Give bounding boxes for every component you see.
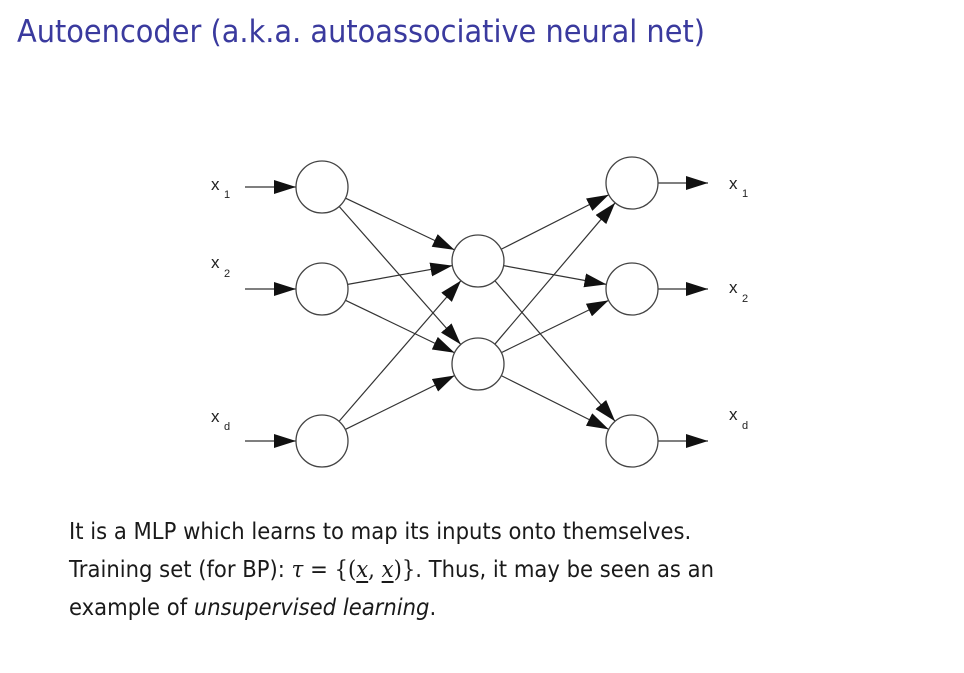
thus-text: . Thus, it may be seen as an	[415, 555, 715, 583]
period: .	[429, 593, 437, 621]
hidden-neuron-2	[451, 337, 505, 391]
hidden-neuron-1	[451, 234, 505, 288]
neurons	[295, 156, 659, 468]
input-neuron-3	[295, 414, 349, 468]
edge-hid2-out2	[501, 299, 609, 354]
output-sub-2: 2	[742, 293, 748, 305]
edge-hid1-out3	[494, 280, 616, 422]
edge-in3-hid2	[344, 374, 455, 431]
input-label-d: x	[211, 407, 220, 426]
example-text: example of	[69, 593, 194, 621]
slide-body: It is a MLP which learns to map its inpu…	[69, 512, 714, 626]
output-sub-d: d	[742, 420, 748, 432]
body-line-1: It is a MLP which learns to map its inpu…	[69, 517, 692, 545]
edge-hid1-out2	[503, 265, 607, 288]
body-line-2: Training set (for BP): τ = {(x, x)}. Thu…	[69, 550, 714, 588]
edge-in2-hid2	[344, 299, 455, 354]
input-label-2: x	[211, 253, 220, 272]
output-label-1: x	[729, 174, 738, 193]
output-sub-1: 1	[742, 188, 748, 200]
output-labels: x 1 x 2 x d	[729, 174, 748, 432]
unsupervised-learning-emphasis: unsupervised learning	[193, 593, 430, 621]
equation-open: = {(	[303, 555, 357, 583]
output-label-2: x	[729, 278, 738, 297]
input-neuron-2	[295, 262, 349, 316]
output-label-d: x	[729, 405, 738, 424]
output-neuron-3	[605, 414, 659, 468]
equation-comma: ,	[368, 555, 382, 583]
edge-in2-hid1	[346, 262, 453, 286]
output-neuron-1	[605, 156, 659, 210]
edge-hid1-out1	[500, 194, 610, 250]
body-line-3: example of unsupervised learning.	[69, 588, 714, 626]
vector-x-1: x	[356, 555, 369, 583]
tau-symbol: τ	[291, 555, 304, 583]
edge-hid2-out3	[500, 375, 610, 430]
input-neuron-1	[295, 160, 349, 214]
input-label-1: x	[211, 175, 220, 194]
input-sub-d: d	[224, 421, 230, 433]
output-neuron-2	[605, 262, 659, 316]
edge-in1-hid1	[344, 197, 455, 251]
edge-hid2-out1	[494, 202, 616, 345]
input-labels: x 1 x 2 x d	[211, 175, 230, 433]
training-set-text: Training set (for BP):	[69, 555, 292, 583]
vector-x-2: x	[381, 555, 394, 583]
input-sub-1: 1	[224, 189, 230, 201]
equation-close: )}	[393, 555, 416, 583]
input-sub-2: 2	[224, 268, 230, 280]
connections	[245, 176, 708, 448]
edge-in3-hid1	[338, 280, 462, 423]
slide-title: Autoencoder (a.k.a. autoassociative neur…	[17, 14, 705, 50]
